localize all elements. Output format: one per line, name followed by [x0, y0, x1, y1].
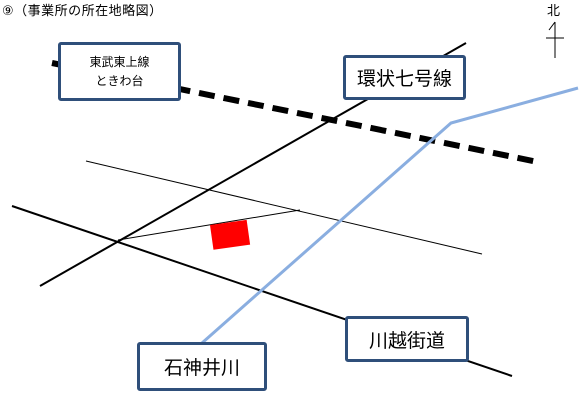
map-title: ⑨（事業所の所在地略図）	[2, 4, 163, 19]
road-thin-upper	[85, 160, 483, 255]
north-label: 北	[547, 4, 561, 19]
label-kawagoe-kaido: 川越街道	[345, 316, 469, 362]
river-shakujii	[201, 86, 579, 345]
label-tobu-line-name: 東武東上線	[89, 54, 150, 69]
label-kanjo-7: 環状七号線	[343, 55, 466, 100]
label-shakujii-river: 石神井川	[137, 342, 267, 391]
office-location-marker	[210, 219, 251, 250]
road-short-connector	[117, 209, 301, 241]
north-arrow-icon	[546, 21, 564, 58]
label-tobu-tojo-line: 東武東上線 ときわ台	[58, 42, 181, 101]
label-tokiwadai-station: ときわ台	[95, 73, 144, 88]
